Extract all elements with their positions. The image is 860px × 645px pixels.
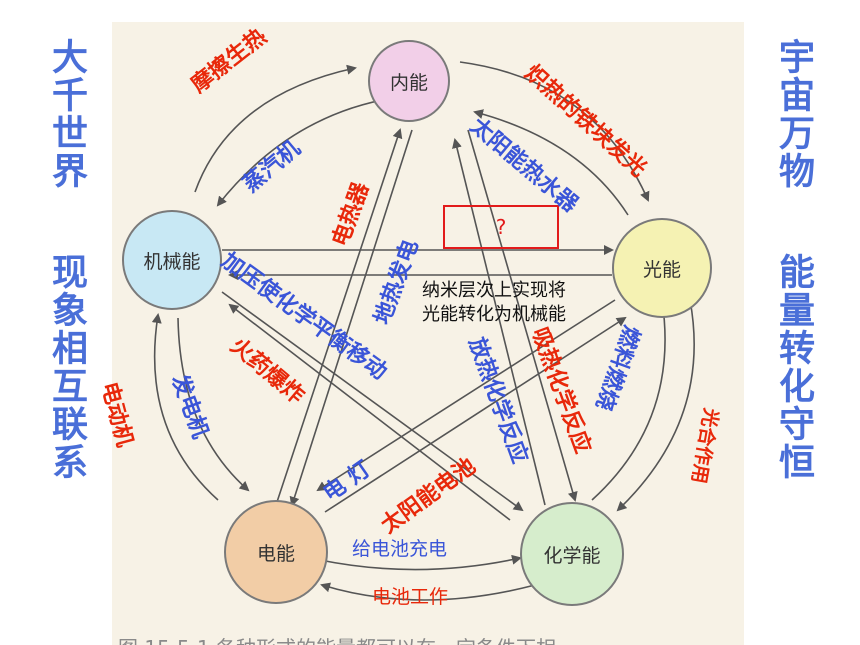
question-box: ? [443,205,559,249]
arrow-light-to-elec [316,299,616,492]
arrow-chem-to-mech [228,303,511,521]
arrow-chem-to-internal [452,138,546,506]
node-chemical-energy: 化学能 [520,502,624,606]
arrow-internal-to-chem [467,129,578,502]
side-text-top-right: 宇宙万物 [773,38,814,190]
arrow-light-to-chem [616,299,695,512]
figure-caption: 图 15-5-1 各种形式的能量都可以在一定条件下相 [118,628,738,645]
side-text-bottom-right: 能量转化守恒 [773,253,814,481]
nano-note-line1: 纳米层次上实现将 [422,280,566,301]
arrow-light-to-internal [473,109,629,216]
node-electric-energy: 电能 [224,500,328,604]
diagram-panel [112,22,744,645]
label-charging: 给电池充电 [352,538,448,560]
arrow-mech-to-chem [221,291,524,512]
arrow-internal-to-elec [289,129,413,507]
arrow-elec-to-mech [151,313,219,501]
node-internal-energy: 内能 [368,40,450,122]
arrow-internal-to-light [459,61,650,202]
arrow-chem-to-light [591,298,669,501]
arrow-elec-to-internal [274,128,403,509]
arrow-mech-to-internal [194,64,357,193]
arrow-mech-to-elec [177,317,250,492]
side-text-top-left: 大千世界 [46,38,87,190]
arrow-elec-to-chem [319,554,522,571]
arrow-chem-to-elec [320,582,536,601]
node-mechanical-energy: 机械能 [122,210,222,310]
node-light-energy: 光能 [612,218,712,318]
nano-note-line2: 光能转化为机械能 [422,304,566,325]
arrow-internal-to-mech [216,99,383,207]
arrow-elec-to-light [324,316,627,513]
label-battery-work: 电池工作 [372,586,449,608]
side-text-bottom-left: 现象相互联系 [46,253,87,481]
